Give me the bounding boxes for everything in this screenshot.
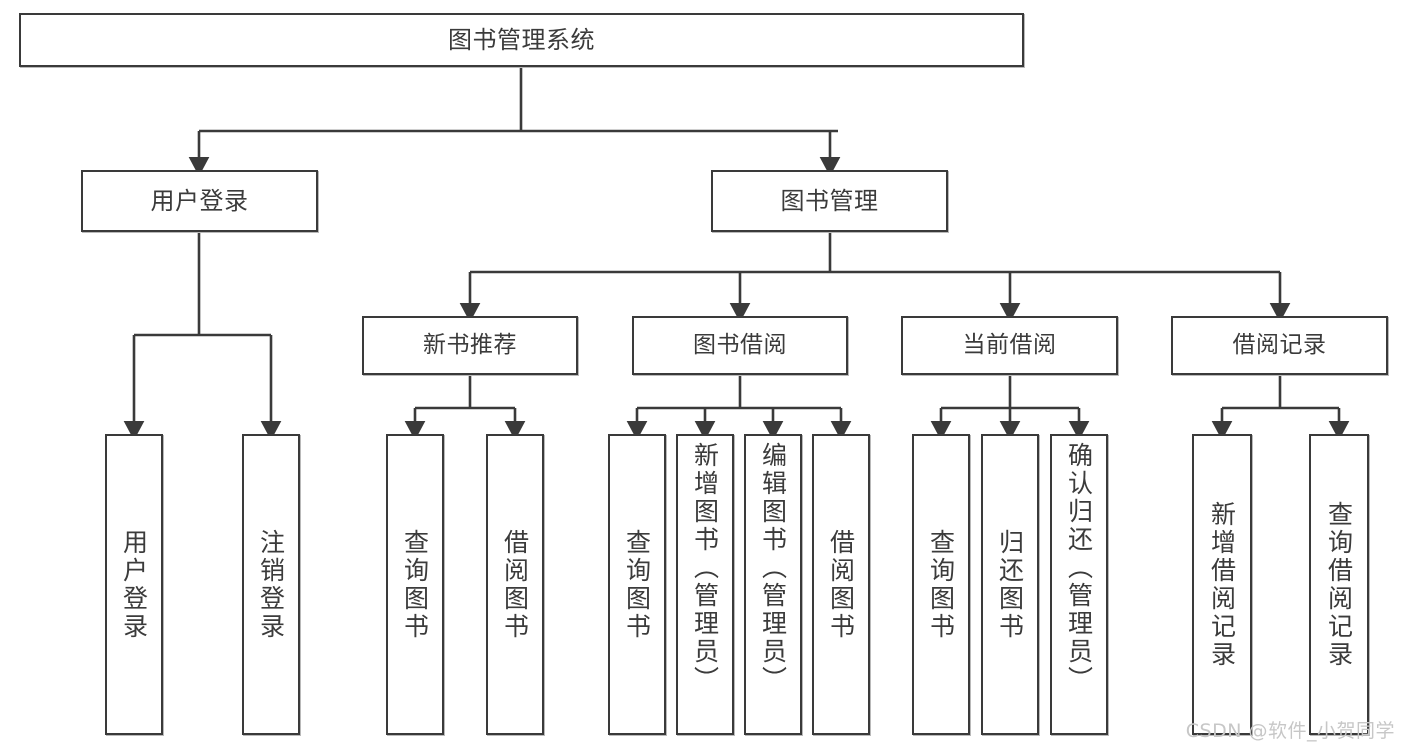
node-leaf-edit-book[interactable]: 编辑图书（管理员） [744,434,802,735]
node-leaf-return-book[interactable]: 归还图书 [981,434,1039,735]
node-leaf-user-login-label: 用户登录 [119,528,149,641]
node-leaf-logout[interactable]: 注销登录 [242,434,300,735]
node-leaf-return-book-label: 归还图书 [995,528,1025,641]
node-leaf-borrow-book-2-label: 借阅图书 [826,528,856,641]
node-leaf-borrow-book-1[interactable]: 借阅图书 [486,434,544,735]
node-leaf-query-record-label: 查询借阅记录 [1324,500,1354,669]
node-leaf-query-book-1-label: 查询图书 [400,528,430,641]
node-leaf-query-record[interactable]: 查询借阅记录 [1309,434,1369,735]
node-leaf-add-record[interactable]: 新增借阅记录 [1192,434,1252,735]
node-leaf-query-book-1[interactable]: 查询图书 [386,434,444,735]
node-leaf-edit-book-label: 编辑图书（管理员） [758,442,788,694]
node-leaf-confirm-return[interactable]: 确认归还（管理员） [1050,434,1108,735]
node-leaf-user-login[interactable]: 用户登录 [105,434,163,735]
node-user-login[interactable]: 用户登录 [81,170,318,232]
node-leaf-confirm-return-label: 确认归还（管理员） [1064,442,1094,694]
node-borrow-record-label: 借阅记录 [1232,331,1327,358]
csdn-watermark: CSDN @软件_小贺同学 [1185,720,1395,742]
node-leaf-add-book-label: 新增图书（管理员） [690,442,720,694]
node-root-label: 图书管理系统 [448,25,595,54]
node-borrow-record[interactable]: 借阅记录 [1171,316,1388,375]
node-user-login-label: 用户登录 [150,186,249,215]
node-leaf-logout-label: 注销登录 [256,528,286,641]
node-book-borrow-label: 图书借阅 [693,331,787,358]
node-book-borrow[interactable]: 图书借阅 [632,316,848,375]
node-new-book-recommend-label: 新书推荐 [423,331,517,358]
node-current-borrow[interactable]: 当前借阅 [901,316,1118,375]
node-current-borrow-label: 当前借阅 [962,331,1057,358]
node-leaf-borrow-book-1-label: 借阅图书 [500,528,530,641]
node-book-manage[interactable]: 图书管理 [711,170,948,232]
node-leaf-borrow-book-2[interactable]: 借阅图书 [812,434,870,735]
node-leaf-query-book-2[interactable]: 查询图书 [608,434,666,735]
node-leaf-query-book-2-label: 查询图书 [622,528,652,641]
node-leaf-add-book[interactable]: 新增图书（管理员） [676,434,734,735]
node-new-book-recommend[interactable]: 新书推荐 [362,316,578,375]
node-leaf-query-book-3-label: 查询图书 [926,528,956,641]
node-book-manage-label: 图书管理 [780,186,879,215]
node-leaf-query-book-3[interactable]: 查询图书 [912,434,970,735]
node-leaf-add-record-label: 新增借阅记录 [1207,500,1237,669]
node-root[interactable]: 图书管理系统 [19,13,1024,67]
